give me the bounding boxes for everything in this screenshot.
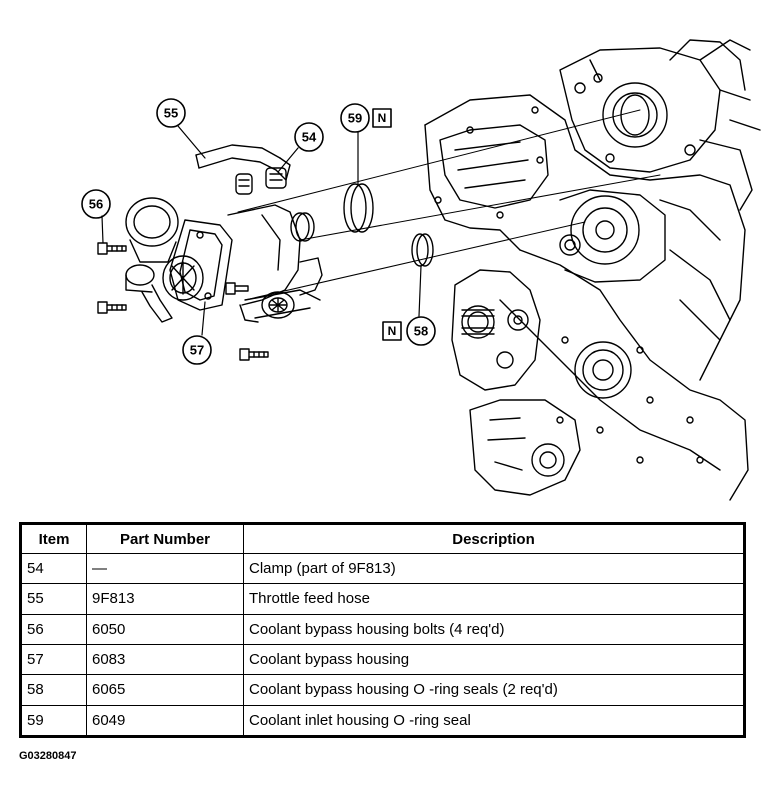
cell-description: Coolant bypass housing O -ring seals (2 … xyxy=(243,674,745,706)
o-ring-59 xyxy=(343,183,374,233)
table-header-row: Item Part Number Description xyxy=(20,523,745,554)
bolt-upper-left xyxy=(97,242,127,255)
new-part-flag-boxes xyxy=(372,108,402,341)
callout-circle-58 xyxy=(406,316,436,346)
coolant-bypass-housing xyxy=(125,197,323,323)
cell-item: 57 xyxy=(20,643,87,676)
callout-label-57: 57 xyxy=(190,343,204,358)
cell-description: Clamp (part of 9F813) xyxy=(243,552,745,585)
bolt-lower xyxy=(239,348,269,361)
cell-item: 54 xyxy=(20,552,87,585)
table-row: 54 — Clamp (part of 9F813) xyxy=(20,552,745,585)
table-row: 58 6065 Coolant bypass housing O -ring s… xyxy=(20,674,745,706)
callout-label-58: 58 xyxy=(414,324,428,339)
o-ring-58-lower xyxy=(411,233,434,267)
hose-clamp xyxy=(265,167,287,189)
callout-circle-56 xyxy=(81,189,111,219)
cell-part-number: 6065 xyxy=(86,674,244,706)
cell-part-number: 9F813 xyxy=(86,583,244,615)
header-description: Description xyxy=(243,523,745,554)
cell-part-number: 6049 xyxy=(86,704,244,738)
n-box-58 xyxy=(382,321,402,341)
o-ring-58-upper xyxy=(290,212,315,242)
callout-label-56: 56 xyxy=(89,197,103,212)
callout-leaders xyxy=(101,125,422,336)
new-part-flag-58: N xyxy=(388,324,397,338)
figure-id: G03280847 xyxy=(19,750,77,762)
cell-part-number: — xyxy=(86,552,244,585)
n-box-59 xyxy=(372,108,392,128)
cell-description: Coolant inlet housing O -ring seal xyxy=(243,704,745,738)
cell-part-number: 6050 xyxy=(86,613,244,645)
cell-description: Coolant bypass housing xyxy=(243,643,745,676)
callout-label-55: 55 xyxy=(164,106,178,121)
callout-circle-57 xyxy=(182,335,212,365)
throttle-feed-hose xyxy=(195,144,291,195)
cell-item: 58 xyxy=(20,674,87,706)
bolt-body xyxy=(225,282,249,295)
cell-item: 59 xyxy=(20,704,87,738)
housing-bolts xyxy=(97,242,269,361)
callout-circle-54 xyxy=(294,122,324,152)
o-ring-seals xyxy=(290,183,434,267)
table-row: 55 9F813 Throttle feed hose xyxy=(20,583,745,615)
cell-part-number: 6083 xyxy=(86,643,244,676)
callout-label-59: 59 xyxy=(348,111,362,126)
table-row: 57 6083 Coolant bypass housing xyxy=(20,643,745,676)
cell-item: 56 xyxy=(20,613,87,645)
engine-block xyxy=(424,39,761,501)
parts-table: Item Part Number Description 54 — Clamp … xyxy=(19,522,746,738)
bolt-middle-left xyxy=(97,301,127,314)
cell-description: Throttle feed hose xyxy=(243,583,745,615)
callout-circle-55 xyxy=(156,98,186,128)
table-row: 56 6050 Coolant bypass housing bolts (4 … xyxy=(20,613,745,645)
cell-description: Coolant bypass housing bolts (4 req'd) xyxy=(243,613,745,645)
exploded-parts-diagram: 55 54 56 57 58 59 N N xyxy=(81,39,761,501)
callout-circle-59 xyxy=(340,103,370,133)
new-part-flag-59: N xyxy=(378,111,387,125)
header-item: Item xyxy=(20,523,87,554)
callout-circles xyxy=(81,98,436,365)
cell-item: 55 xyxy=(20,583,87,615)
header-part-number: Part Number xyxy=(86,523,244,554)
callout-label-54: 54 xyxy=(302,130,317,145)
table-row: 59 6049 Coolant inlet housing O -ring se… xyxy=(20,704,745,738)
